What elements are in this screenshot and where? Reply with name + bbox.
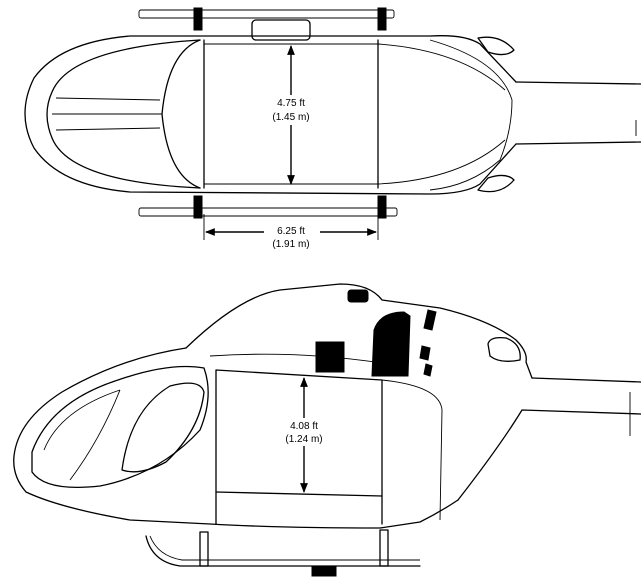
top-view-roof-fairing xyxy=(251,19,311,41)
top-view-skid-strut xyxy=(193,7,203,31)
top-view-tail-boom xyxy=(515,81,641,145)
top-view-height-dimension: 4.75 ft (1.45 m) xyxy=(262,45,320,185)
side-view-tail-boom xyxy=(457,377,641,501)
side-view-small-window xyxy=(315,341,345,373)
top-view-intake xyxy=(477,174,515,193)
top-view-height-metric: (1.45 m) xyxy=(272,112,309,123)
top-view-length-imperial: 6.25 ft xyxy=(277,226,305,237)
side-view-skid-strut xyxy=(379,529,389,567)
side-view-chin-window xyxy=(121,382,205,473)
top-view-intake xyxy=(477,36,515,56)
top-view-cabin-section xyxy=(203,39,379,189)
top-view-skid-strut xyxy=(377,195,387,219)
side-view-roof xyxy=(185,283,533,379)
side-view-height-metric: (1.24 m) xyxy=(285,434,322,445)
top-view-skid-strut xyxy=(377,7,387,31)
top-view-outline xyxy=(24,35,517,195)
side-view-skid-strut xyxy=(199,531,209,567)
side-view-windshield xyxy=(31,365,209,489)
top-view-height-imperial: 4.75 ft xyxy=(277,98,305,109)
top-view-skid-lower xyxy=(138,207,398,217)
side-view-nose xyxy=(13,347,459,529)
side-view-door-window xyxy=(371,311,411,377)
side-view-roof-fairing xyxy=(347,289,369,303)
side-view-height-imperial: 4.08 ft xyxy=(290,421,318,432)
side-view-cabin-section xyxy=(215,369,383,525)
top-view-fuselage xyxy=(24,7,641,219)
side-view-skid xyxy=(145,535,421,567)
top-view-canopy xyxy=(46,39,201,189)
side-view-intake xyxy=(487,336,521,362)
top-view-length-metric: (1.91 m) xyxy=(272,239,309,250)
side-view-fuselage xyxy=(13,283,641,577)
top-view-length-dimension: 6.25 ft (1.91 m) xyxy=(203,214,379,251)
side-view-height-dimension: 4.08 ft (1.24 m) xyxy=(276,377,332,493)
top-view-skid-upper xyxy=(138,9,395,19)
top-view-skid-strut xyxy=(193,195,203,219)
